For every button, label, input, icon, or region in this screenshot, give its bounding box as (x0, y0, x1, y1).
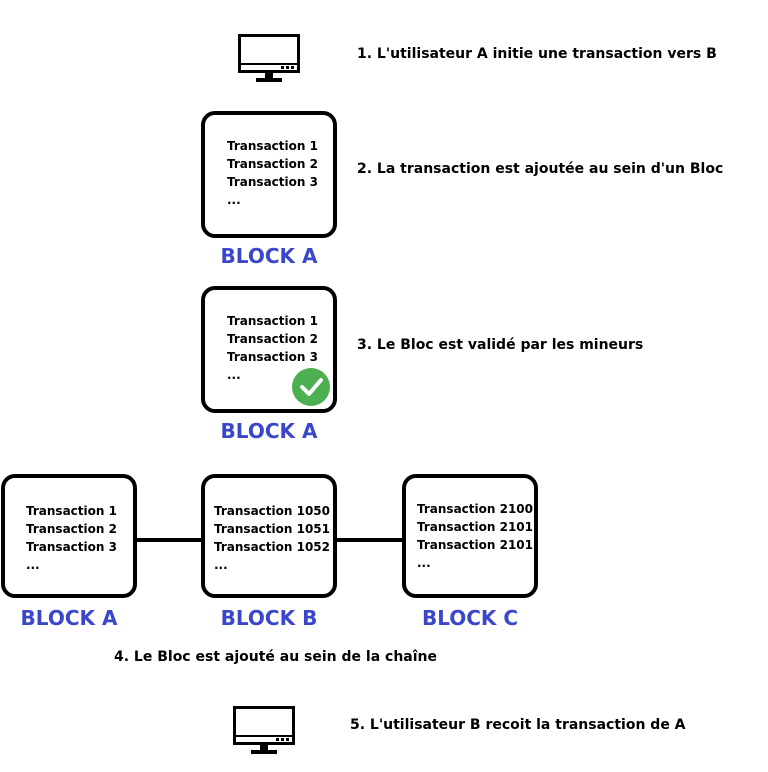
transaction-line: Transaction 1052 (214, 540, 330, 554)
transaction-line: Transaction 1 (227, 139, 318, 153)
monitor-icon (233, 706, 295, 754)
transaction-ellipsis: ... (417, 556, 431, 570)
monitor-icon (238, 34, 300, 82)
transaction-line: Transaction 2 (26, 522, 117, 536)
transaction-line: Transaction 1 (26, 504, 117, 518)
step-2-text: 2. La transaction est ajoutée au sein d'… (357, 161, 724, 177)
transaction-line: Transaction 1050 (214, 504, 330, 518)
transaction-line: Transaction 1051 (214, 522, 330, 536)
step-1-text: 1. L'utilisateur A initie une transactio… (357, 46, 717, 62)
chain-block-a: Transaction 1 Transaction 2 Transaction … (1, 474, 137, 598)
transaction-line: Transaction 3 (227, 350, 318, 364)
checkmark-icon (292, 368, 330, 406)
chain-block-a-label: BLOCK A (20, 606, 118, 630)
step-4-text: 4. Le Bloc est ajouté au sein de la chaî… (114, 649, 438, 665)
transaction-line: Transaction 2 (227, 332, 318, 346)
transaction-line: Transaction 1 (227, 314, 318, 328)
block-a-label-step3: BLOCK A (220, 419, 318, 443)
transaction-line: Transaction 2101 (417, 520, 533, 534)
chain-block-b-label: BLOCK B (220, 606, 318, 630)
transaction-ellipsis: ... (227, 193, 241, 207)
transaction-line: Transaction 2 (227, 157, 318, 171)
transaction-line: Transaction 2101 (417, 538, 533, 552)
chain-block-c-label: BLOCK C (421, 606, 519, 630)
transaction-ellipsis: ... (214, 558, 228, 572)
step-3-text: 3. Le Bloc est validé par les mineurs (357, 337, 644, 353)
block-a-label-step2: BLOCK A (220, 244, 318, 268)
transaction-line: Transaction 2100 (417, 502, 533, 516)
transaction-line: Transaction 3 (26, 540, 117, 554)
chain-link (134, 538, 204, 542)
transaction-line: Transaction 3 (227, 175, 318, 189)
transaction-ellipsis: ... (227, 368, 241, 382)
block-a-step2: Transaction 1 Transaction 2 Transaction … (201, 111, 337, 238)
chain-block-c: Transaction 2100 Transaction 2101 Transa… (402, 474, 538, 598)
transaction-ellipsis: ... (26, 558, 40, 572)
chain-block-b: Transaction 1050 Transaction 1051 Transa… (201, 474, 337, 598)
chain-link (335, 538, 405, 542)
step-5-text: 5. L'utilisateur B recoit la transaction… (350, 717, 686, 733)
